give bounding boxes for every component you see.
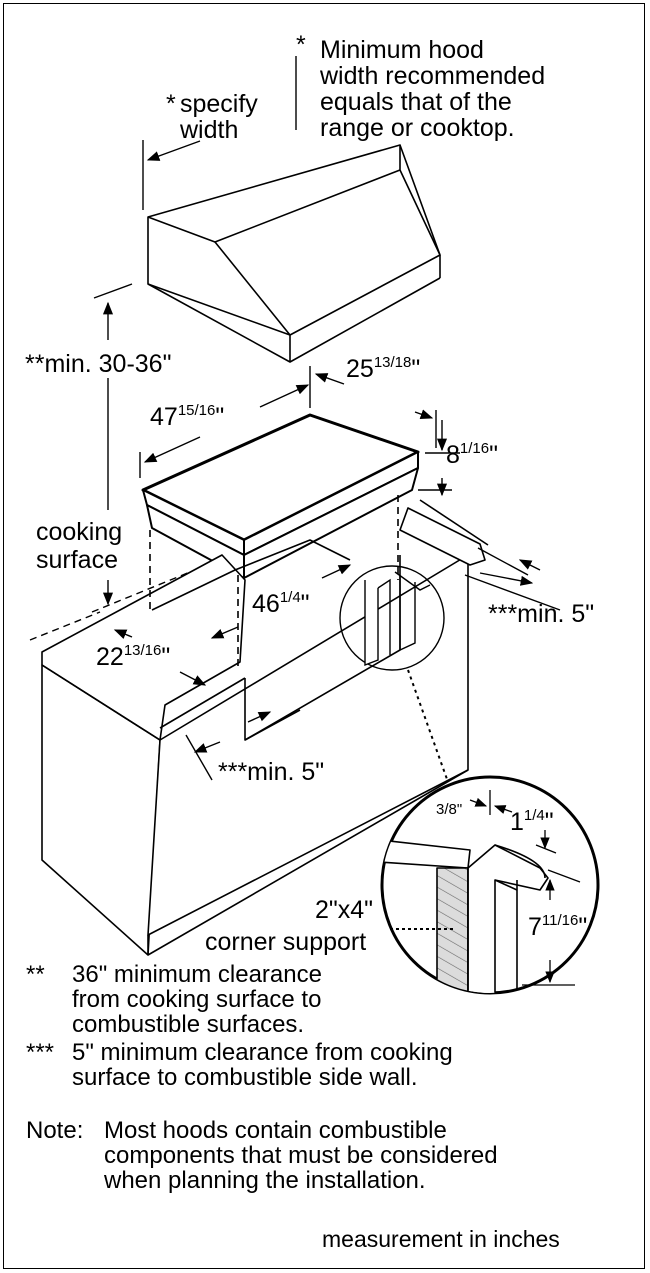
support-size-label: 2"x4"	[315, 896, 373, 924]
note-mark: **	[26, 961, 45, 988]
note-line: components that must be considered	[104, 1142, 498, 1169]
hood-note-line-2: width recommended	[319, 62, 545, 90]
cooktop-height-dimension	[418, 420, 460, 497]
front-clearance-label: ***min. 5"	[218, 758, 324, 786]
note-line: when planning the installation.	[104, 1167, 426, 1194]
note-line: from cooking surface to	[72, 986, 322, 1013]
hood-note-line-1: Minimum hood	[320, 36, 484, 64]
diagram-frame	[3, 3, 645, 1269]
cooktop-width-dimension	[139, 366, 311, 478]
specify-width-line-2: width	[179, 116, 238, 144]
hood-width-dimension	[142, 56, 297, 210]
note-mark: Note:	[26, 1117, 84, 1144]
hood-note-line-3: equals that of the	[320, 88, 512, 116]
note-line: combustible surfaces.	[72, 1011, 305, 1038]
hood-note-mark: *	[296, 31, 306, 59]
cooking-surface-line-1: cooking	[36, 518, 122, 546]
note-line: 5" minimum clearance from cooking	[72, 1039, 453, 1066]
note-clearance-5: *** 5" minimum clearance from cooking sur…	[26, 1040, 453, 1090]
detail-one-quarter-label: 11/4"	[510, 807, 554, 836]
specify-width-line-1: specify	[180, 90, 258, 118]
hood-note-line-4: range or cooktop.	[320, 114, 515, 142]
cooktop-height-label: 81/16"	[446, 440, 498, 469]
detail-callout-circle	[339, 565, 449, 783]
detail-three-eighths-label: 3/8"	[436, 801, 462, 818]
specify-width-mark: *	[166, 90, 176, 118]
cooking-surface-line-2: surface	[36, 546, 118, 574]
side-clearance-dimension	[464, 547, 561, 611]
front-clearance-dimension	[185, 711, 272, 781]
note-combustible: Note: Most hoods contain combustible comp…	[26, 1118, 498, 1193]
cutout-depth-label: 2213/16"	[96, 642, 170, 671]
cutout-depth-dimension	[113, 629, 207, 686]
note-line: surface to combustible side wall.	[72, 1064, 418, 1091]
note-line: Most hoods contain combustible	[104, 1117, 447, 1144]
detail-seven-label: 711/16"	[528, 912, 587, 941]
note-line: 36" minimum clearance	[72, 961, 322, 988]
cooktop-width-label: 4715/16"	[150, 402, 224, 431]
cooktop-depth-dimension	[314, 373, 437, 448]
note-clearance-36: ** 36" minimum clearance from cooking sur…	[26, 962, 322, 1037]
hood-clearance-label: **min. 30-36"	[25, 350, 171, 378]
range-hood	[147, 144, 441, 363]
cutout-width-label: 461/4"	[252, 589, 310, 618]
note-mark: ***	[26, 1039, 55, 1066]
corner-detail-view	[380, 775, 600, 995]
cooktop-depth-label: 2513/18"	[346, 354, 420, 383]
range-cooktop	[141, 413, 420, 579]
side-clearance-label: ***min. 5"	[488, 600, 594, 628]
cutout-width-dimension	[210, 564, 352, 639]
support-label: corner support	[205, 928, 366, 956]
hood-clearance-dimension	[29, 283, 191, 641]
cabinet	[41, 495, 489, 956]
measurement-unit-note: measurement in inches	[322, 1226, 560, 1252]
